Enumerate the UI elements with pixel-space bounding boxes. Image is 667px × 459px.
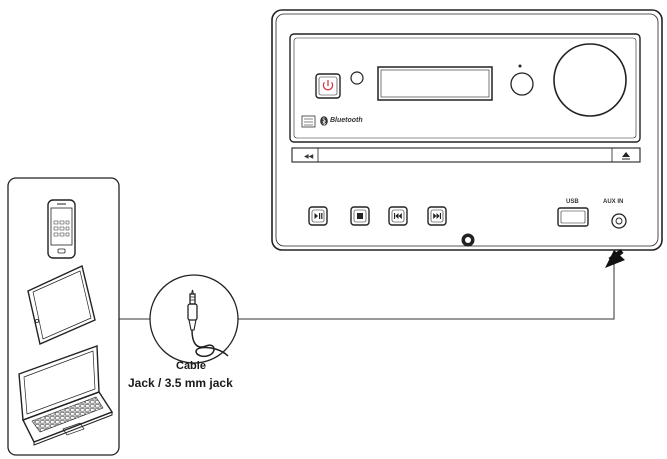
cd-slot: ◀◀ bbox=[291, 147, 641, 163]
jack-plug-icon bbox=[187, 289, 198, 331]
cable-coil bbox=[191, 329, 229, 358]
brand-logo bbox=[461, 233, 475, 247]
laptop-icon bbox=[18, 345, 114, 446]
bluetooth-logo-label: Bluetooth bbox=[330, 117, 363, 124]
volume-dial[interactable] bbox=[553, 43, 627, 117]
select-knob[interactable] bbox=[510, 64, 534, 96]
usb-label: USB bbox=[566, 199, 579, 205]
play-pause-icon bbox=[314, 213, 323, 219]
next-icon bbox=[433, 213, 441, 219]
stop-icon bbox=[357, 213, 363, 219]
lcd-display bbox=[377, 66, 493, 101]
cable-magnifier bbox=[149, 274, 239, 364]
top-panel bbox=[289, 33, 641, 143]
svg-text:◀◀: ◀◀ bbox=[304, 153, 314, 160]
power-button[interactable] bbox=[315, 73, 341, 99]
cable-title: Cable bbox=[176, 360, 206, 372]
smartphone-icon bbox=[47, 199, 76, 259]
stop-button[interactable] bbox=[350, 206, 370, 226]
hifi-device: ◀◀ bbox=[271, 9, 663, 251]
tablet-icon bbox=[27, 265, 96, 345]
previous-button[interactable] bbox=[388, 206, 408, 226]
knob-indicator-dot bbox=[518, 64, 522, 68]
cable-route bbox=[238, 256, 615, 320]
play-pause-button[interactable] bbox=[308, 206, 328, 226]
cd-logo bbox=[301, 115, 316, 128]
bluetooth-icon bbox=[320, 116, 328, 126]
eject-icon[interactable] bbox=[622, 152, 630, 160]
ir-sensor bbox=[350, 71, 364, 85]
usb-port[interactable] bbox=[557, 207, 589, 227]
cable-subtitle: Jack / 3.5 mm jack bbox=[128, 376, 233, 390]
aux-in-label: AUX IN bbox=[603, 199, 624, 205]
previous-icon bbox=[394, 213, 402, 219]
source-devices-box bbox=[7, 177, 120, 456]
aux-in-jack[interactable] bbox=[611, 213, 627, 229]
power-icon bbox=[322, 80, 334, 91]
arrow-icon bbox=[605, 249, 625, 268]
next-button[interactable] bbox=[427, 206, 447, 226]
